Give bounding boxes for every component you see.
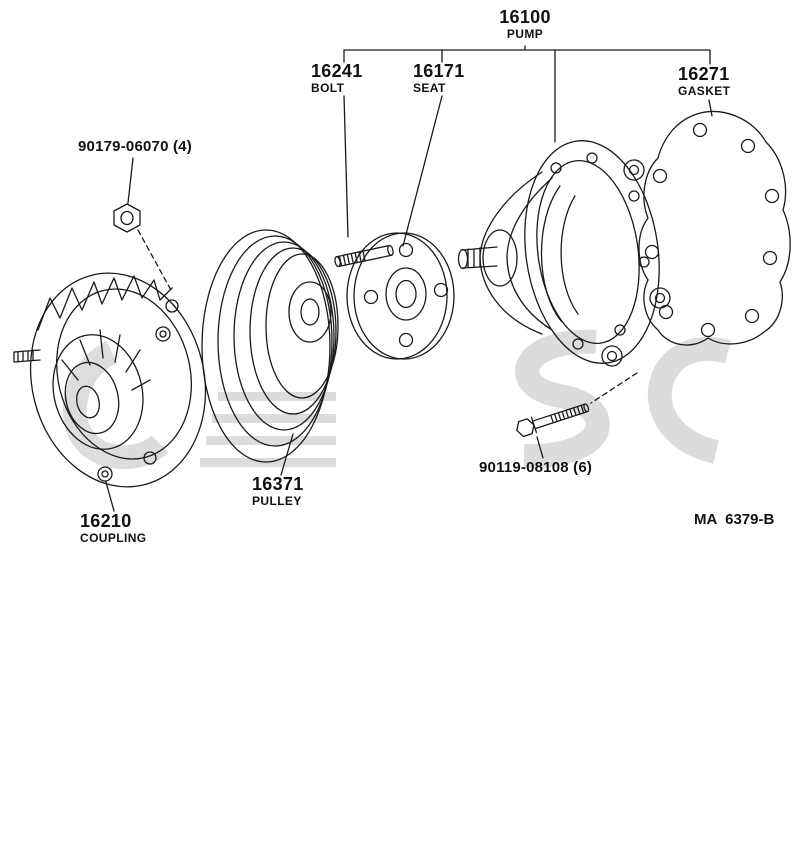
- part-name-gasket: GASKET: [678, 83, 731, 98]
- fan-nut-drawing: [113, 203, 141, 233]
- water-pump-drawing: [457, 140, 671, 367]
- part-name-seat: SEAT: [413, 80, 446, 95]
- part-number-pump: 16100: [499, 7, 551, 27]
- gasket-drawing: [638, 110, 791, 346]
- part-number-bolt: 16241: [311, 61, 363, 81]
- part-number-gasket: 16271: [678, 64, 730, 84]
- pulley-drawing: [201, 229, 339, 463]
- part-number-coupling: 16210: [80, 511, 132, 531]
- seat-drawing: [346, 232, 455, 360]
- label-pump: 16100 PUMP: [465, 8, 585, 40]
- catalog-code: MA 6379-B: [694, 511, 775, 528]
- label-bolt: 16241 BOLT: [311, 62, 363, 94]
- part-name-bolt: BOLT: [311, 80, 345, 95]
- stud-bolt-drawing: [334, 244, 394, 268]
- label-pulley: 16371 PULLEY: [252, 475, 304, 507]
- coupling-drawing: [13, 272, 207, 488]
- label-seat: 16171 SEAT: [413, 62, 465, 94]
- assembly-dashed-lines: [137, 229, 638, 404]
- part-name-coupling: COUPLING: [80, 530, 147, 545]
- part-name-pump: PUMP: [506, 26, 544, 41]
- part-name-pulley: PULLEY: [252, 493, 302, 508]
- part-number-pulley: 16371: [252, 474, 304, 494]
- label-coupling: 16210 COUPLING: [80, 512, 147, 544]
- leader-lines: [105, 45, 713, 512]
- label-pump-bolt: 90119-08108 (6): [479, 459, 593, 476]
- label-gasket: 16271 GASKET: [678, 65, 730, 97]
- part-number-seat: 16171: [413, 61, 465, 81]
- watermark: [62, 329, 732, 470]
- mount-bolt-drawing: [516, 403, 590, 438]
- label-fan-nut: 90179-06070 (4): [78, 138, 192, 155]
